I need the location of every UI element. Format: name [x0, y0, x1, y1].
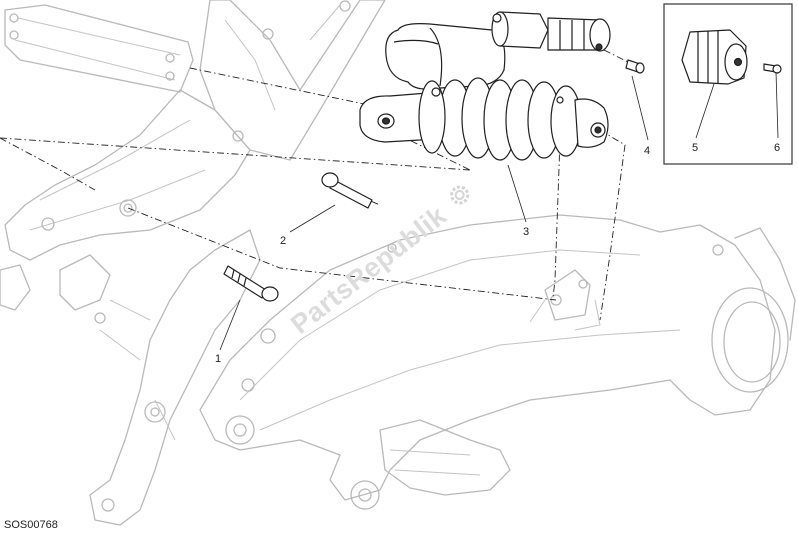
gear-icon — [450, 185, 470, 205]
inset-screw — [763, 63, 782, 74]
callout-2: 2 — [280, 235, 286, 247]
swingarm-ghost — [199, 214, 796, 510]
watermark: PartsRepublik — [285, 185, 470, 340]
leader-lines — [219, 75, 649, 351]
watermark-text: PartsRepublik — [285, 200, 452, 340]
callout-6: 6 — [774, 142, 780, 154]
callout-4: 4 — [644, 145, 650, 157]
drawing-code: SOS00768 — [4, 519, 58, 531]
callout-numbers: 1 2 3 4 5 6 — [215, 142, 780, 365]
detail-inset — [663, 3, 793, 165]
rear-shock-absorber — [359, 23, 609, 161]
callout-1: 1 — [215, 353, 221, 365]
preload-adjuster — [491, 11, 611, 52]
lower-bolt — [223, 265, 279, 302]
adjuster-knob — [681, 29, 748, 85]
shock-spring — [438, 77, 582, 161]
callout-5: 5 — [692, 142, 698, 154]
assembly-lines — [0, 39, 629, 321]
upper-bolt — [321, 172, 373, 209]
adjuster-screw — [625, 59, 645, 74]
frame-ghost — [0, 0, 386, 526]
callout-3: 3 — [523, 226, 529, 238]
